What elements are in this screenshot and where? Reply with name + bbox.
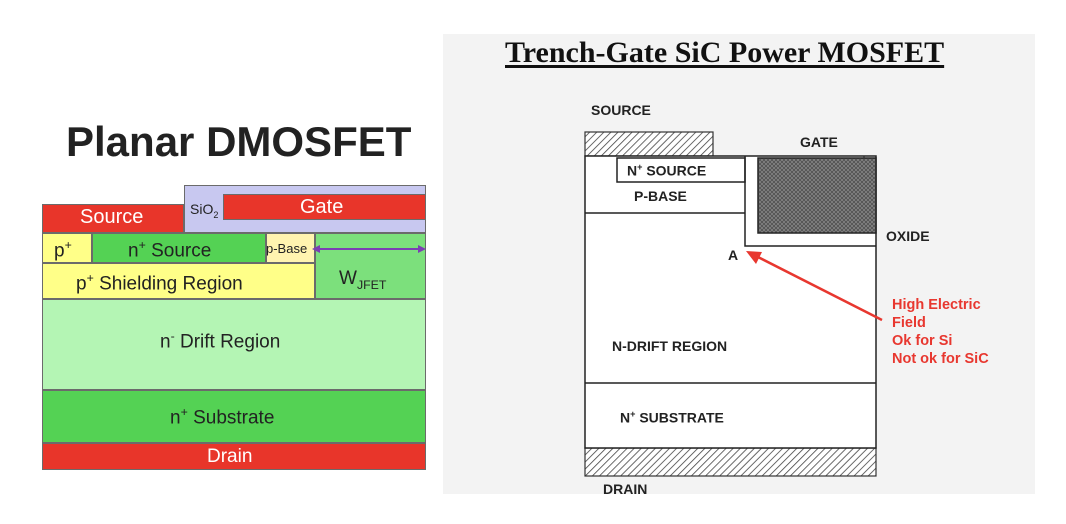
n-plus-substrate-label: n+ Substrate [170, 405, 275, 429]
field-arrow [755, 254, 883, 322]
p-shielding-region [42, 263, 315, 299]
sio2-label: SiO2 [190, 201, 219, 220]
trench-oxide-label: OXIDE [886, 228, 930, 244]
annotation-line-3: Ok for Si [892, 333, 953, 349]
point-a-label: A [728, 247, 739, 263]
annotation-line-1: High Electric [892, 297, 981, 313]
p-base-label: p-Base [266, 241, 308, 256]
trench-gate-label: GATE [800, 134, 838, 150]
n-plus-source-region [92, 233, 266, 263]
p-plus-region [42, 233, 92, 263]
source-contact [42, 204, 184, 233]
trench-gate-fill [757, 157, 877, 234]
field-arrow-head [746, 251, 762, 264]
drain-label: Drain [207, 446, 253, 467]
n-drift-label: n- Drift Region [160, 329, 281, 353]
gate-contact [223, 194, 426, 220]
p-shielding-label: p+ Shielding Region [76, 271, 243, 295]
n-plus-substrate-region [42, 390, 426, 443]
trench-n-plus-source-label: N+ SOURCE [627, 162, 707, 179]
trench-p-base-label: P-BASE [634, 188, 687, 204]
field-annotation: High Electric Field Ok for Si Not ok for… [892, 296, 989, 368]
drain-contact [42, 443, 426, 470]
trench-drain-metal [584, 447, 877, 477]
annotation-line-4: Not ok for SiC [892, 351, 989, 367]
trench-title: Trench-Gate SiC Power MOSFET [505, 36, 945, 69]
p-plus-label: p+ [54, 238, 72, 262]
n-plus-source-label: n+ Source [128, 238, 212, 262]
trench-source-metal [584, 131, 714, 157]
trench-drain-label: DRAIN [603, 481, 648, 497]
trench-source-label: SOURCE [591, 102, 651, 118]
trench-n-plus-source [616, 157, 746, 183]
trench-n-drift-label: N-DRIFT REGION [612, 338, 728, 354]
w-jfet-label: WJFET [339, 268, 387, 292]
jfet-region [315, 233, 426, 299]
planar-title: Planar DMOSFET [66, 118, 412, 165]
n-drift-region [42, 299, 426, 390]
w-jfet-arrow [312, 245, 426, 253]
trench-n-substrate-label: N+ SUBSTRATE [620, 409, 724, 426]
source-label: Source [80, 206, 144, 228]
gate-label: Gate [300, 196, 344, 218]
annotation-line-2: Field [892, 315, 926, 331]
trench-oxide [744, 156, 876, 247]
